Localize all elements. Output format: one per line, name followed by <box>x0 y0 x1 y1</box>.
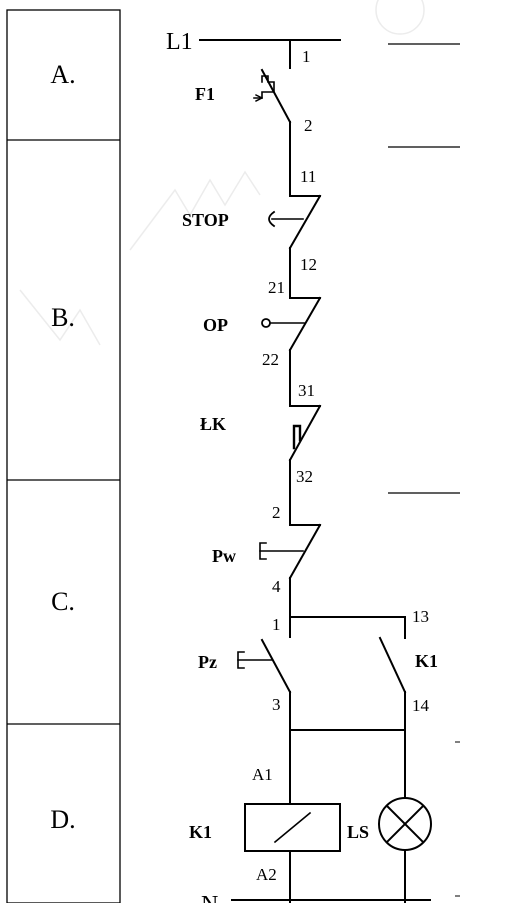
section-label-c: C. <box>51 587 75 616</box>
terminal-label: 4 <box>272 577 281 596</box>
stop-blade <box>288 194 322 250</box>
f1-label: F1 <box>195 84 215 104</box>
terminal-label: 1 <box>302 47 311 66</box>
section-label-d: D. <box>50 805 75 834</box>
section-label-a: A. <box>50 60 75 89</box>
k1-contact-label: K1 <box>415 651 438 671</box>
lk-blade <box>288 404 322 462</box>
f1-blade <box>260 68 292 124</box>
terminal-label: 31 <box>298 381 315 400</box>
coil-diagonal <box>273 811 312 844</box>
push-head-icon <box>259 542 267 560</box>
watermark <box>19 0 425 346</box>
terminal-label: A2 <box>256 865 277 884</box>
stop-label: STOP <box>182 210 229 230</box>
pz-label: Pz <box>198 652 217 672</box>
terminal-label: 21 <box>268 278 285 297</box>
terminal-label: A1 <box>252 765 273 784</box>
push-head-icon <box>237 651 245 669</box>
terminal-label: 3 <box>272 695 281 714</box>
arrow-icon <box>255 94 263 102</box>
pw-blade <box>288 523 322 580</box>
answer-lines <box>388 43 460 494</box>
k1-coil <box>244 803 341 852</box>
terminal-label: 12 <box>300 255 317 274</box>
lk-actuator-icon <box>292 424 302 450</box>
supply-n-label: N <box>201 892 218 903</box>
k1-contact-blade <box>378 636 407 694</box>
terminal-label: 22 <box>262 350 279 369</box>
terminal-label: 32 <box>296 467 313 486</box>
supply-l1-label: L1 <box>166 29 193 55</box>
lamp-cross <box>385 804 425 844</box>
ls-label: LS <box>347 822 369 842</box>
roller-icon <box>261 318 271 328</box>
terminal-label: 1 <box>272 615 281 634</box>
terminal-label: 14 <box>412 696 430 715</box>
pz-blade <box>260 638 292 694</box>
op-blade <box>288 296 322 352</box>
pw-label: Pw <box>212 546 236 566</box>
section-label-b: B. <box>51 303 75 332</box>
k1-coil-label: K1 <box>189 822 212 842</box>
terminal-label: 13 <box>412 607 429 626</box>
terminal-label: 2 <box>304 116 313 135</box>
lk-label: ŁK <box>200 414 226 434</box>
op-label: OP <box>203 315 228 335</box>
section-table <box>6 9 121 903</box>
terminal-label: 11 <box>300 167 316 186</box>
mushroom-head-icon <box>268 210 276 228</box>
terminal-label: 2 <box>272 503 281 522</box>
f1-actuator-icon <box>253 75 275 99</box>
